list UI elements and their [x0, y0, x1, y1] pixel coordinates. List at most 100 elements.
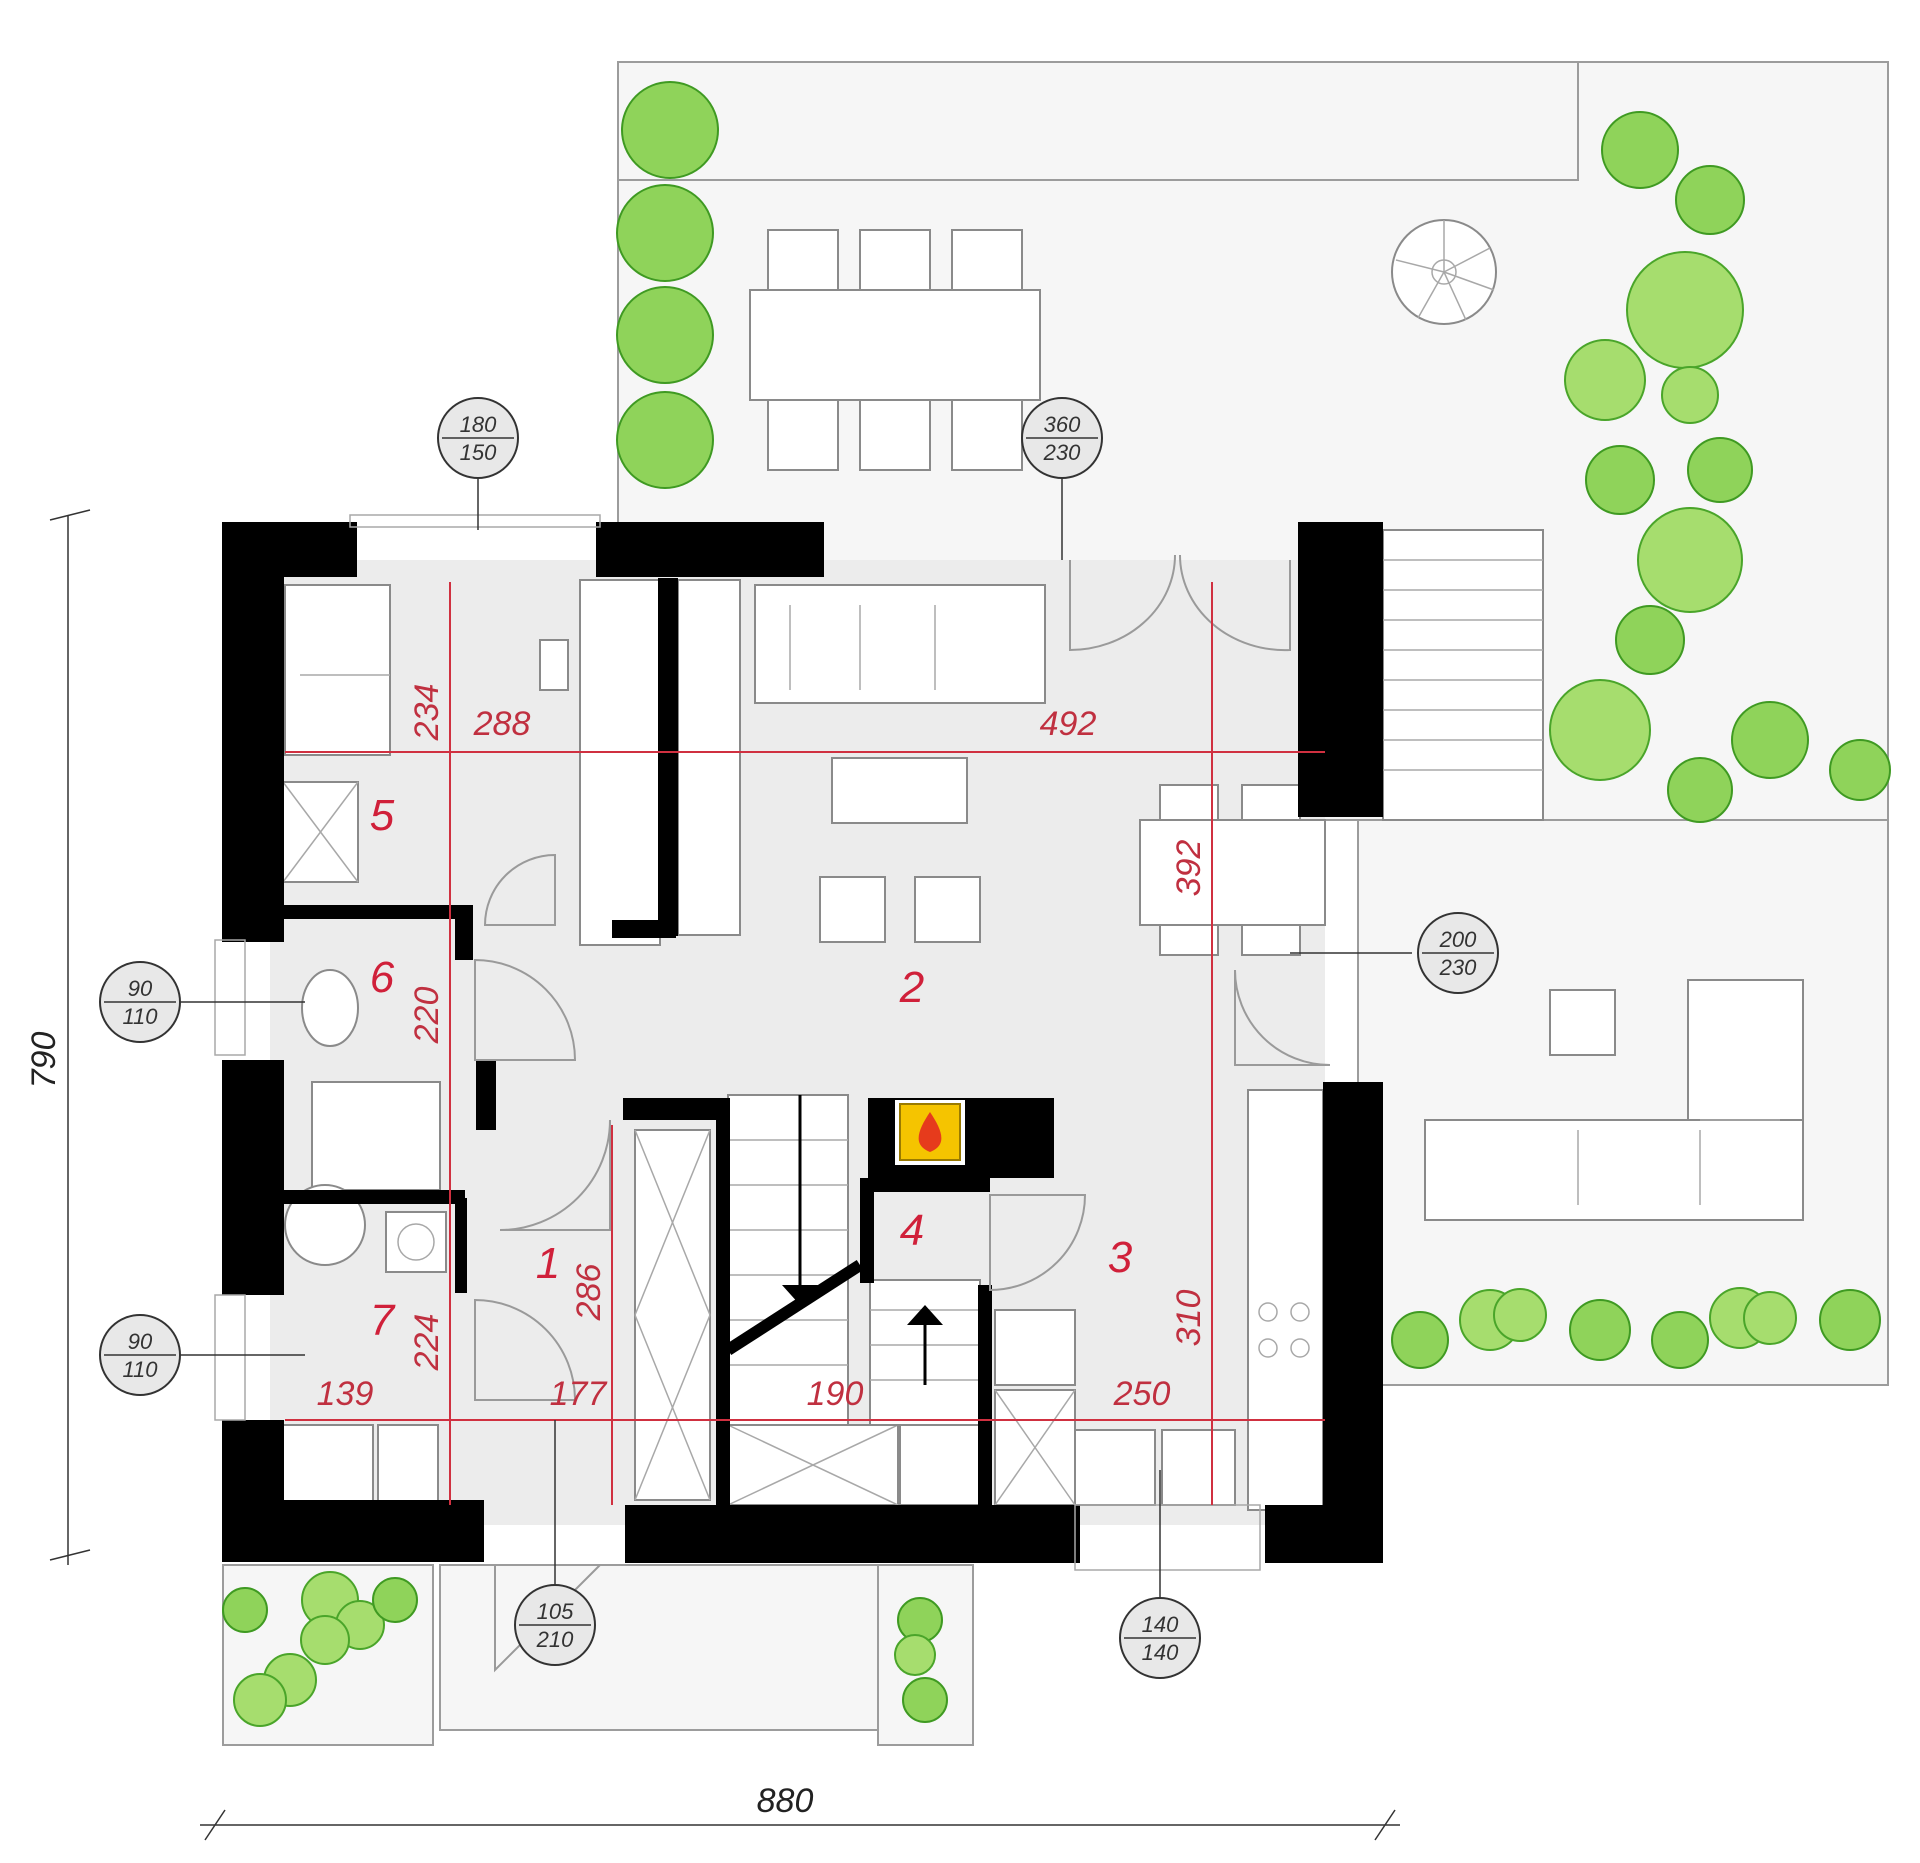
- svg-text:360: 360: [1044, 412, 1081, 437]
- utility-unit: [899, 1424, 981, 1506]
- dimension-label: 492: [1040, 705, 1097, 743]
- shrub: [1585, 445, 1655, 515]
- outdoor-chair: [767, 229, 839, 291]
- shrub: [1651, 1311, 1709, 1369]
- opening-tag-leaders: [178, 470, 1412, 1610]
- opening-tag: 90 110: [99, 1314, 181, 1396]
- dimension-label: 139: [317, 1375, 374, 1413]
- coffee-table: [831, 757, 968, 824]
- bedroom-wardrobe: [579, 579, 661, 946]
- outdoor-chair: [767, 399, 839, 471]
- terrace-door-left: [1069, 554, 1176, 652]
- room-number-3: 3: [1108, 1233, 1133, 1282]
- corner-sofa-front: [1424, 1119, 1804, 1221]
- shower: [284, 1184, 366, 1266]
- dimension-label: 224: [408, 1314, 446, 1372]
- shrub: [1661, 366, 1719, 424]
- svg-text:140: 140: [1142, 1612, 1179, 1637]
- overall-dimensions: [49, 509, 1400, 1841]
- svg-text:110: 110: [122, 1004, 158, 1029]
- svg-text:150: 150: [460, 440, 497, 465]
- dimension-label: 220: [408, 987, 446, 1045]
- door-swing: [474, 958, 577, 1061]
- outdoor-chair: [951, 229, 1023, 291]
- shrub: [1569, 1299, 1631, 1361]
- door-swing: [989, 1194, 1087, 1292]
- armchair: [914, 876, 981, 943]
- opening-tag: 200 230: [1417, 912, 1499, 994]
- outdoor-dining-set: [749, 229, 1041, 471]
- main-staircase: [724, 1094, 981, 1426]
- utility-storage: [282, 1424, 374, 1506]
- sofa: [754, 584, 1046, 704]
- room-number-1: 1: [536, 1239, 560, 1288]
- utility-sink: [377, 1424, 439, 1506]
- room-number-4: 4: [900, 1206, 924, 1255]
- shrub: [1731, 701, 1809, 779]
- door-swing: [1234, 969, 1331, 1066]
- walls: [222, 522, 1383, 1563]
- room-number-2: 2: [899, 963, 924, 1012]
- bed: [284, 584, 391, 756]
- dimension-lines: [285, 582, 1325, 1505]
- terrace-door-right: [1178, 554, 1291, 652]
- shrub: [616, 391, 714, 489]
- dimension-label: 250: [1113, 1375, 1171, 1413]
- svg-text:90: 90: [128, 976, 153, 1001]
- dimension-label: 190: [807, 1375, 864, 1413]
- living-cabinet: [677, 579, 741, 936]
- opening-tag: 90 110: [99, 961, 181, 1043]
- shrub: [1626, 251, 1744, 369]
- opening-tag: 360 230: [1021, 397, 1103, 479]
- svg-text:90: 90: [128, 1329, 153, 1354]
- room-number-7: 7: [370, 1296, 396, 1345]
- opening-tag: 180 150: [437, 397, 519, 479]
- shrub: [1601, 111, 1679, 189]
- door-swing: [499, 1119, 611, 1231]
- terrace-steps: [1382, 529, 1544, 821]
- svg-text:230: 230: [1043, 440, 1081, 465]
- washbasin: [385, 1211, 447, 1273]
- lounge-table: [1549, 989, 1616, 1056]
- dimension-label: 288: [473, 705, 531, 743]
- svg-text:230: 230: [1439, 955, 1477, 980]
- armchair: [819, 876, 886, 943]
- opening-tag: 140 140: [1119, 1597, 1201, 1679]
- dimension-label: 286: [570, 1264, 608, 1322]
- shrub: [1667, 757, 1733, 823]
- room-number-5: 5: [370, 791, 395, 840]
- interior-furniture: [282, 579, 1326, 1511]
- spiral-staircase: [1391, 219, 1497, 325]
- dimension-label: 234: [408, 684, 446, 742]
- shrub: [300, 1615, 350, 1665]
- hall-wardrobe: [634, 1129, 711, 1501]
- dimension-label: 177: [550, 1375, 608, 1413]
- window: [214, 939, 246, 1056]
- shrub: [1564, 339, 1646, 421]
- outdoor-chair: [859, 399, 931, 471]
- shrub: [894, 1634, 936, 1676]
- outdoor-chair: [859, 229, 931, 291]
- shrub: [1829, 739, 1891, 801]
- window: [1074, 1504, 1261, 1571]
- svg-text:140: 140: [1142, 1640, 1179, 1665]
- window: [349, 514, 601, 528]
- laundry-unit: [994, 1309, 1076, 1386]
- dimension-label: 310: [1170, 1290, 1208, 1347]
- door-swing: [483, 853, 556, 926]
- shrub: [1743, 1291, 1797, 1345]
- overall-height-label: 790: [25, 1032, 63, 1089]
- shrub: [616, 286, 714, 384]
- dining-chair: [1159, 784, 1219, 821]
- fireplace: [868, 1098, 1054, 1178]
- room-number-6: 6: [370, 953, 395, 1002]
- door-swing: [474, 1298, 577, 1401]
- outdoor-chair: [951, 399, 1023, 471]
- bathtub: [311, 1081, 441, 1191]
- shrub: [1637, 507, 1743, 613]
- dining-chair: [1241, 784, 1301, 821]
- overall-width-label: 880: [757, 1782, 814, 1820]
- shrub: [222, 1587, 268, 1633]
- shrub: [621, 81, 719, 179]
- svg-text:180: 180: [460, 412, 497, 437]
